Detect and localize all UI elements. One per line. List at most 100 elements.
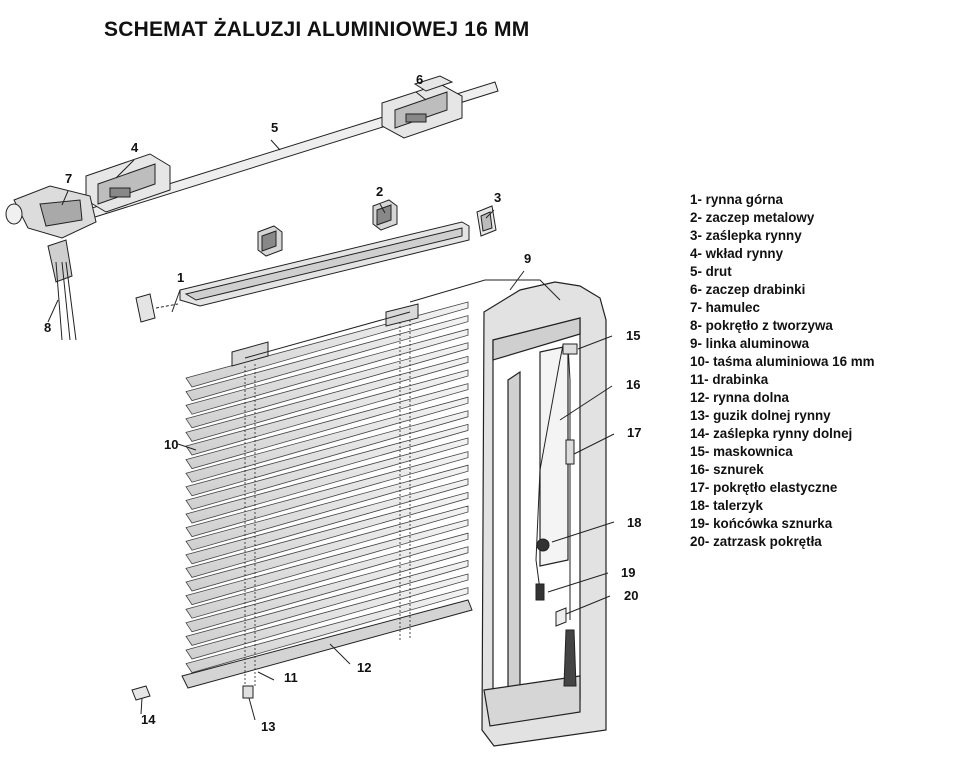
slat [185, 396, 469, 483]
ladder-clip-part [381, 75, 463, 139]
slat [185, 587, 469, 674]
legend-item: 4- wkład rynny [690, 246, 784, 261]
legend-item: 13- guzik dolnej rynny [690, 408, 831, 423]
brake-part [5, 185, 97, 239]
leader-line [415, 91, 427, 101]
leader-line [171, 289, 181, 313]
leader-line [329, 643, 351, 665]
knob-part [47, 239, 77, 341]
callout-number: 11 [284, 670, 298, 685]
leader-line [47, 299, 59, 323]
slat [185, 573, 469, 660]
callout-number: 13 [261, 719, 275, 734]
leader-line [177, 443, 197, 451]
callout-number: 20 [624, 588, 638, 603]
callout-number: 16 [626, 377, 640, 392]
slat [185, 423, 469, 510]
callout-number: 12 [357, 660, 371, 675]
cord-assembly [409, 279, 578, 687]
callout-number: 10 [164, 437, 178, 452]
callout-number: 4 [131, 140, 139, 155]
leader-line [559, 385, 613, 421]
legend-item: 9- linka aluminowa [690, 336, 810, 351]
rail-end-cap-part [476, 205, 497, 237]
legend-item: 10- taśma aluminiowa 16 mm [690, 354, 875, 369]
slat [185, 410, 469, 497]
ladder-part [244, 320, 411, 690]
top-rail-part [135, 221, 470, 323]
legend-item: 2- zaczep metalowy [690, 210, 815, 225]
legend-item: 16- sznurek [690, 462, 764, 477]
slat [185, 519, 469, 606]
callout-number: 5 [271, 120, 278, 135]
slat [185, 505, 469, 592]
leader-line [379, 203, 386, 214]
slat [185, 546, 469, 633]
bottom-end-cap-part [131, 685, 151, 701]
callout-number: 17 [627, 425, 641, 440]
legend-item: 19- końcówka sznurka [690, 516, 833, 531]
leader-line [485, 209, 495, 219]
leader-line [257, 671, 275, 681]
rail-insert-part [85, 153, 171, 213]
leader-line [509, 270, 525, 291]
slat [185, 383, 469, 470]
metal-hook-part [257, 199, 398, 257]
legend-item: 7- hamulec [690, 300, 760, 315]
leader-line [565, 595, 611, 615]
slat [185, 532, 469, 619]
callout-number: 19 [621, 565, 635, 580]
slat [185, 451, 469, 538]
leader-line [270, 139, 281, 151]
legend-item: 17- pokrętło elastyczne [690, 480, 838, 495]
legend-item: 12- rynna dolna [690, 390, 789, 405]
blind-headrail [231, 303, 419, 367]
callout-number: 7 [65, 171, 72, 186]
leader-line [140, 697, 143, 715]
legend-item: 1- rynna górna [690, 192, 784, 207]
leader-line [547, 572, 609, 593]
legend-item: 6- zaczep drabinki [690, 282, 806, 297]
slat [185, 342, 469, 429]
callout-number: 8 [44, 320, 51, 335]
window-frame-part [481, 281, 607, 747]
slat [185, 328, 469, 415]
leader-line [573, 433, 615, 455]
callout-number: 3 [494, 190, 501, 205]
legend-item: 5- drut [690, 264, 732, 279]
legend-item: 14- zaślepka rynny dolnej [690, 426, 853, 441]
callout-number: 1 [177, 270, 184, 285]
legend-item: 18- talerzyk [690, 498, 763, 513]
slat-stack [185, 301, 469, 674]
leader-line [248, 697, 256, 721]
bottom-button-part [242, 685, 254, 699]
slat [185, 491, 469, 578]
slat [185, 464, 469, 551]
legend-item: 15- maskownica [690, 444, 793, 459]
legend-item: 11- drabinka [690, 372, 769, 387]
leader-line [61, 190, 69, 206]
parts-legend: 1- rynna górna 2- zaczep metalowy 3- zaśle… [690, 191, 875, 551]
slat [185, 315, 469, 402]
callout-number: 6 [416, 72, 423, 87]
leader-line [115, 159, 135, 179]
slat [185, 437, 469, 524]
slat [185, 559, 469, 646]
legend-item: 3- zaślepka rynny [690, 228, 802, 243]
bottom-rail-part [181, 599, 473, 689]
slat [185, 369, 469, 456]
callout-number: 2 [376, 184, 383, 199]
leader-line [551, 521, 615, 543]
diagram-title: SCHEMAT ŻALUZJI ALUMINIOWEJ 16 MM [104, 18, 530, 41]
callout-number: 9 [524, 251, 531, 266]
legend-item: 8- pokrętło z tworzywa [690, 318, 833, 333]
callout-number: 15 [626, 328, 640, 343]
legend-item: 20- zatrzask pokrętła [690, 534, 822, 549]
slat [185, 478, 469, 565]
slat [185, 355, 469, 442]
callout-number: 14 [141, 712, 156, 727]
leader-line [577, 335, 613, 350]
callout-number: 18 [627, 515, 641, 530]
